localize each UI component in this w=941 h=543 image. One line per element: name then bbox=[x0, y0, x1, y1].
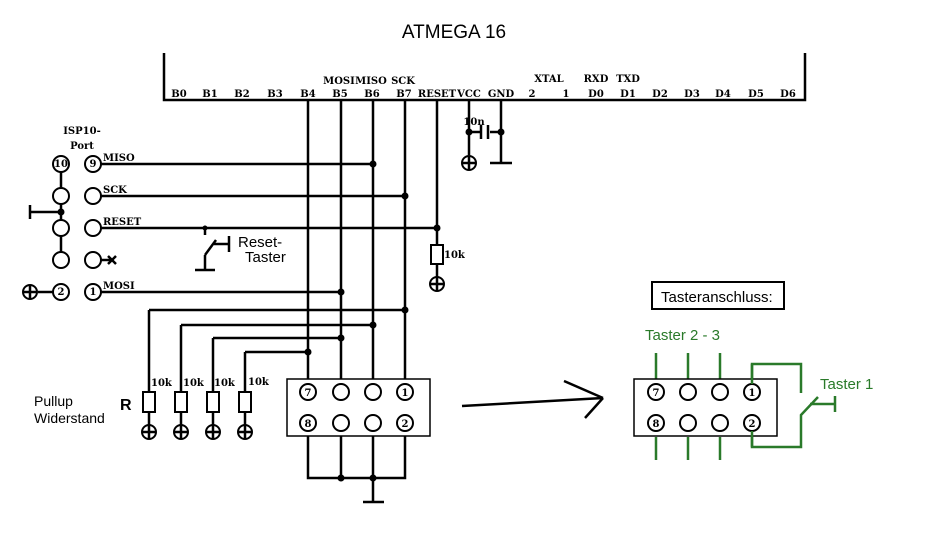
header-pin7: 7 bbox=[305, 388, 312, 399]
pin-D1: D1 bbox=[620, 89, 636, 100]
isp-connector: 10 9 2 1 bbox=[52, 155, 102, 301]
pin-D5: D5 bbox=[748, 89, 764, 100]
isp-signal-reset: RESET bbox=[103, 217, 142, 228]
func-MOSI: MOSI bbox=[323, 76, 355, 87]
capacitor-label: 10n bbox=[463, 117, 485, 128]
isp-title-2: Port bbox=[70, 141, 94, 152]
pin-XTAL2: 2 bbox=[529, 89, 536, 100]
vcc-symbols bbox=[22, 155, 477, 440]
pin-GND: GND bbox=[488, 89, 515, 100]
pullup-r1-label: 10k bbox=[151, 378, 173, 389]
pullup-label-1: Pullup bbox=[34, 393, 73, 409]
pullup-r4-label: 10k bbox=[248, 377, 270, 388]
pin-B2: B2 bbox=[234, 89, 249, 100]
isp-pin9: 9 bbox=[90, 159, 97, 170]
pullup-r2-label: 10k bbox=[183, 378, 205, 389]
chip-pin-labels: B0 B1 B2 B3 B4 B5 B6 B7 RESET VCC GND 2 … bbox=[171, 74, 796, 100]
func-XTAL: XTAL bbox=[534, 74, 563, 85]
taster-2-3-label: Taster 2 - 3 bbox=[645, 327, 720, 344]
pin-B6: B6 bbox=[364, 89, 379, 100]
wires bbox=[28, 100, 604, 504]
pin-B7: B7 bbox=[396, 89, 411, 100]
pullup-symbol: R bbox=[120, 397, 132, 414]
reset-resistor-label: 10k bbox=[444, 250, 466, 261]
tasteranschluss-label: Tasteranschluss: bbox=[661, 289, 773, 306]
title: ATMEGA 16 bbox=[402, 22, 506, 43]
pullup-label-2: Widerstand bbox=[34, 410, 105, 426]
tasteranschluss-box bbox=[651, 281, 785, 310]
pin-B5: B5 bbox=[332, 89, 347, 100]
pin-B0: B0 bbox=[171, 89, 186, 100]
taster-1-label: Taster 1 bbox=[820, 376, 873, 393]
pin-D0: D0 bbox=[588, 89, 604, 100]
right-header-pin2: 2 bbox=[749, 419, 756, 430]
isp-pin10: 10 bbox=[54, 159, 68, 170]
pin-D4: D4 bbox=[715, 89, 731, 100]
header-pin8: 8 bbox=[305, 419, 312, 430]
right-header-pin7: 7 bbox=[653, 388, 660, 399]
header-connector-left: 7 1 8 2 bbox=[286, 378, 431, 437]
pin-B3: B3 bbox=[267, 89, 282, 100]
pin-D2: D2 bbox=[652, 89, 668, 100]
pin-XTAL1: 1 bbox=[563, 89, 570, 100]
chip-outline bbox=[162, 53, 807, 102]
pin-D3: D3 bbox=[684, 89, 700, 100]
right-header-pin8: 8 bbox=[653, 419, 660, 430]
pin-B1: B1 bbox=[202, 89, 217, 100]
isp-signal-mosi: MOSI bbox=[103, 281, 135, 292]
isp-pin2: 2 bbox=[58, 287, 65, 298]
func-MISO: MISO bbox=[355, 76, 387, 87]
isp-signal-sck: SCK bbox=[103, 185, 127, 196]
isp-title-1: ISP10- bbox=[63, 126, 101, 137]
pin-B4: B4 bbox=[300, 89, 315, 100]
reset-switch-label-2: Taster bbox=[245, 249, 286, 266]
right-header-pin1: 1 bbox=[749, 388, 756, 399]
pin-RESET: RESET bbox=[418, 89, 457, 100]
junction-dots bbox=[57, 128, 505, 482]
isp-pin1: 1 bbox=[90, 287, 97, 298]
func-TXD: TXD bbox=[616, 74, 640, 85]
header-pin2: 2 bbox=[402, 419, 409, 430]
pullup-r3-label: 10k bbox=[214, 378, 236, 389]
isp-signal-miso: MISO bbox=[103, 153, 135, 164]
header-connector-right: 7 1 8 2 bbox=[633, 364, 778, 447]
pin-VCC: VCC bbox=[456, 89, 481, 100]
pin-D6: D6 bbox=[780, 89, 796, 100]
func-RXD: RXD bbox=[584, 74, 609, 85]
func-SCK: SCK bbox=[391, 76, 415, 87]
reset-switch-label-1: Reset- bbox=[238, 234, 282, 251]
resistors bbox=[142, 244, 444, 413]
header-pin1: 1 bbox=[402, 388, 409, 399]
